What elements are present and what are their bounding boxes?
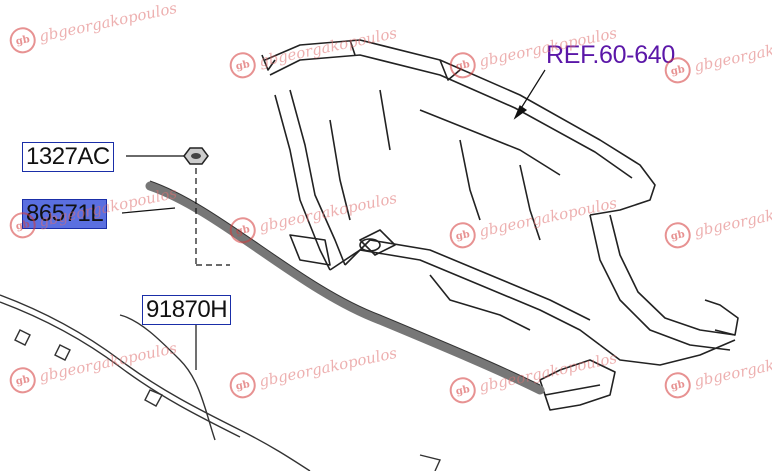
strip-part <box>145 181 545 395</box>
logo-icon: gb <box>662 369 694 401</box>
logo-icon: gb <box>7 24 39 56</box>
logo-icon: gb <box>662 219 694 251</box>
logo-icon: gb <box>227 214 259 246</box>
callout-86571l: 86571L <box>22 199 108 229</box>
logo-icon: gb <box>7 364 39 396</box>
logo-icon: gb <box>662 54 694 86</box>
logo-icon: gb <box>447 374 479 406</box>
wiring-harness <box>0 294 441 471</box>
callout-91870h: 91870H <box>142 295 232 325</box>
logo-icon: gb <box>227 49 259 81</box>
nut-part <box>183 147 209 165</box>
reference-label: REF.60-640 <box>546 41 676 69</box>
logo-icon: gb <box>447 49 479 81</box>
logo-icon: gb <box>227 369 259 401</box>
logo-icon: gb <box>447 219 479 251</box>
leader-lines <box>121 69 546 370</box>
radiator-support-frame <box>261 39 739 411</box>
callout-1327ac: 1327AC <box>22 142 114 172</box>
logo-icon: gb <box>7 209 39 241</box>
